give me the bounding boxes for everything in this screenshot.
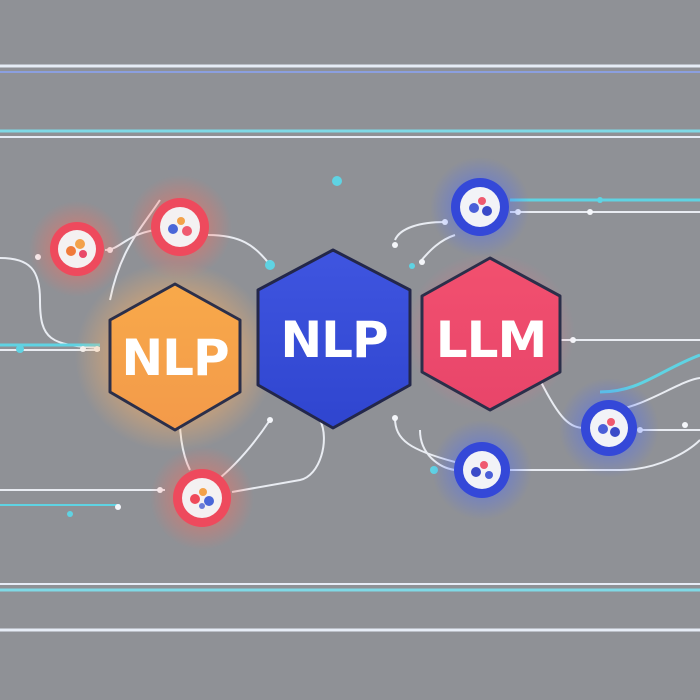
bottom-rails (0, 583, 700, 632)
molecule-icon (469, 197, 492, 216)
molecule-icon (471, 461, 493, 479)
accent-dots (16, 176, 603, 517)
hex-nlp-orange[interactable]: NLP (108, 282, 242, 432)
hex-label-nlp-orange: NLP (121, 329, 228, 387)
node-warm-2[interactable] (128, 175, 232, 279)
node-cool-1[interactable] (430, 157, 530, 257)
top-rails (0, 64, 700, 138)
node-core (463, 451, 501, 489)
molecule-icon (598, 418, 620, 437)
node-warm-1[interactable] (29, 201, 125, 297)
node-warm-3[interactable] (150, 446, 254, 550)
hex-llm-pink[interactable]: LLM (420, 256, 562, 412)
hex-label-nlp-blue: NLP (280, 311, 387, 369)
node-core (58, 230, 96, 268)
hex-nlp-blue[interactable]: NLP (256, 248, 412, 430)
node-core (182, 478, 222, 518)
hex-shape (108, 282, 242, 432)
molecule-icon (190, 488, 214, 509)
hex-label-llm-pink: LLM (436, 311, 546, 369)
node-cool-2[interactable] (559, 378, 659, 478)
node-core (160, 207, 200, 247)
hex-shape (256, 248, 412, 430)
molecule-icon (168, 217, 192, 236)
hex-shape (420, 256, 562, 412)
node-core (590, 409, 628, 447)
node-cool-3[interactable] (432, 420, 532, 520)
molecule-icon (66, 239, 87, 258)
node-core (460, 187, 500, 227)
